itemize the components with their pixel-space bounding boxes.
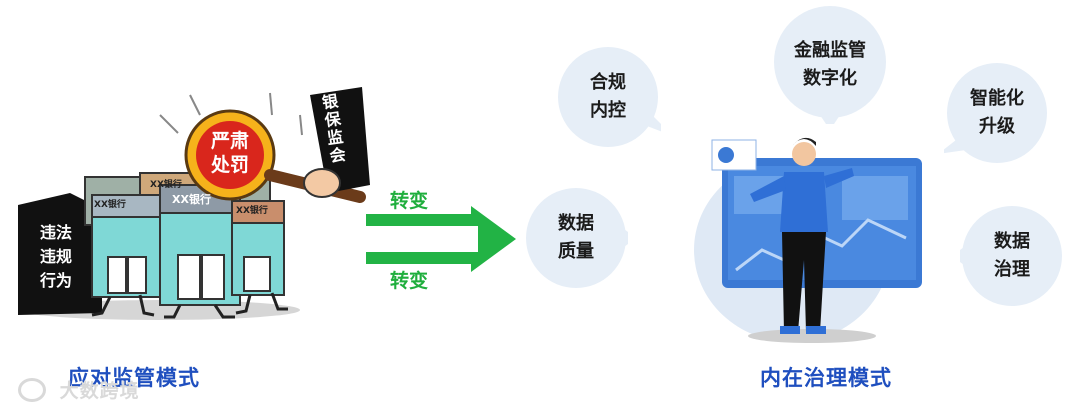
sign-line-1: 违法: [39, 223, 72, 242]
gavel-line-1: 严肃: [210, 130, 249, 152]
right-caption: 内在治理模式: [760, 366, 892, 390]
bubble-line-1: 合规: [590, 72, 626, 93]
bubble-shape-icon: [944, 63, 1047, 163]
bubble-data-governance: 数据 治理: [960, 204, 1064, 308]
arrow-label-bottom: 转变: [390, 270, 429, 292]
sign-line-3: 行为: [39, 271, 72, 290]
bubble-shape-icon: [526, 188, 628, 288]
bubble-line-2: 升级: [979, 116, 1015, 137]
bank-label-3: XX银行: [172, 193, 211, 206]
bubble-shape-icon: [774, 6, 886, 124]
bubble-line-2: 内控: [590, 100, 626, 121]
bubble-supervision-digitalization: 金融监管 数字化: [770, 6, 890, 124]
bubble-intelligent-upgrade: 智能化 升级: [944, 60, 1050, 166]
bubble-line-2: 质量: [558, 241, 594, 262]
bubble-text: 数据 治理: [994, 228, 1030, 284]
bank-label-4: XX银行: [236, 206, 268, 216]
watermark: 大数跨境: [18, 376, 140, 403]
bubble-line-1: 数据: [994, 231, 1030, 252]
watermark-text: 大数跨境: [59, 380, 140, 402]
left-illustration: 违法 违规 行为 严肃 处罚 银保监会 XX银行 XX银行 XX银行 XX银行: [10, 85, 370, 330]
right-illustration: [692, 120, 932, 350]
bubble-compliance-control: 合规 内控: [555, 44, 661, 150]
dashboard-presenter-drawing: [694, 137, 922, 343]
bank-label-2: XX银行: [150, 180, 182, 190]
bubble-line-1: 数据: [558, 213, 594, 234]
gavel-line-2: 处罚: [210, 154, 249, 176]
double-arrow-icon: [366, 206, 516, 272]
bubble-shape-icon: [960, 206, 1062, 306]
violation-sign-text: 违法 违规 行为: [24, 221, 88, 293]
arrow-label-top: 转变: [390, 190, 429, 212]
bank-cartoon-drawing: [18, 87, 370, 320]
bubble-data-quality: 数据 质量: [524, 186, 628, 290]
bubble-line-2: 治理: [994, 259, 1030, 280]
gavel-text: 严肃 处罚: [196, 129, 264, 177]
bubble-line-2: 数字化: [803, 68, 857, 89]
bank-label-1: XX银行: [94, 200, 126, 210]
bubble-text: 合规 内控: [590, 69, 626, 125]
bubble-shape-icon: [558, 47, 661, 147]
watermark-logo-icon: [18, 377, 46, 402]
sign-line-2: 违规: [39, 247, 72, 266]
bubble-text: 智能化 升级: [970, 85, 1024, 141]
bubble-line-1: 金融监管: [794, 40, 866, 61]
bubble-text: 数据 质量: [558, 210, 594, 266]
bubble-text: 金融监管 数字化: [794, 37, 866, 93]
bubble-line-1: 智能化: [970, 88, 1024, 109]
left-caption: 应对监管模式: [68, 366, 200, 390]
